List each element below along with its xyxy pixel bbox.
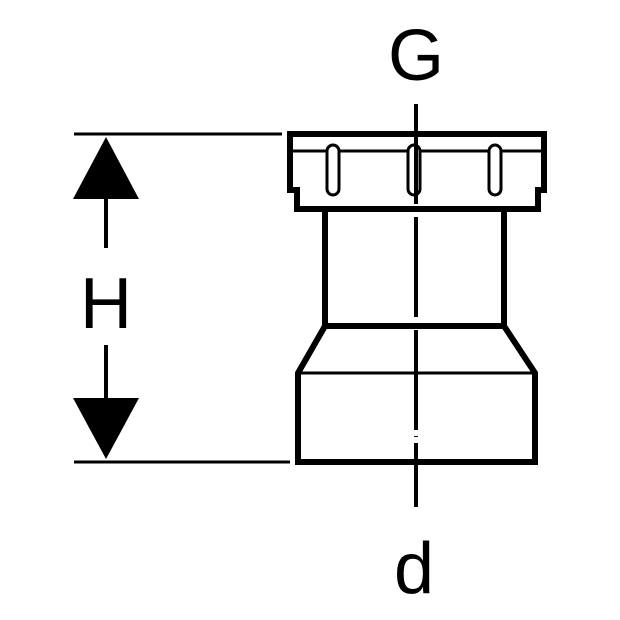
union-nut-outline [287, 131, 547, 212]
arrow-down-head [73, 398, 139, 459]
nut-rib [487, 143, 503, 197]
nut-rib [325, 143, 341, 197]
height-dimension-arrow [73, 137, 139, 459]
label-g: G [388, 16, 444, 96]
label-h: H [80, 264, 132, 344]
label-d: d [394, 529, 434, 609]
arrow-up-head [73, 137, 139, 199]
dimension-extension-lines [74, 132, 290, 464]
fitting-body [287, 131, 547, 465]
